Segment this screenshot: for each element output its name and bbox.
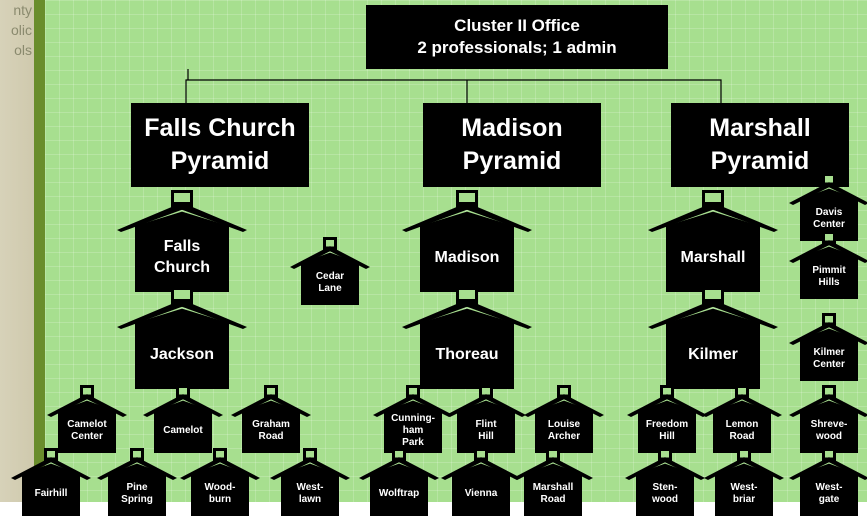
pyramid-name: Falls Church: [144, 114, 296, 142]
school-kilmer-center: Kilmer Center: [789, 313, 867, 381]
school-label: Davis Center: [813, 207, 845, 230]
schoolhouse-icon: [231, 385, 311, 453]
sidebar-accent-strip: [34, 0, 45, 502]
schoolhouse-icon: [373, 385, 453, 453]
school-label: Louise Archer: [547, 419, 581, 442]
school-westlawn: West- lawn: [270, 448, 350, 516]
school-label: Marshall: [680, 248, 746, 266]
schoolhouse-icon: [789, 385, 867, 453]
connector-lines: [185, 69, 722, 103]
school-label: Flint Hill: [475, 419, 497, 442]
schoolhouse-icon: [290, 237, 370, 305]
schoolhouse-icon: [117, 190, 247, 292]
schoolhouse-icon: [789, 173, 867, 241]
school-label: Lemon Road: [725, 419, 759, 442]
school-label: Cedar Lane: [315, 271, 345, 294]
school-pine-spring: Pine Spring: [97, 448, 177, 516]
school-label: Shreve- wood: [810, 419, 848, 442]
schoolhouse-icon: [789, 231, 867, 299]
school-madison: Madison: [402, 190, 532, 292]
school-label: Jackson: [149, 345, 215, 363]
school-graham-road: Graham Road: [231, 385, 311, 453]
pyramid-name: Madison: [461, 114, 563, 142]
school-label: Falls Church: [154, 238, 210, 276]
school-camelot: Camelot: [143, 385, 223, 453]
schoolhouse-icon: [524, 385, 604, 453]
school-pimmit-hills: Pimmit Hills: [789, 231, 867, 299]
school-label: Vienna: [464, 488, 498, 499]
school-westgate: West- gate: [789, 448, 867, 516]
school-label: Camelot Center: [67, 419, 107, 442]
school-label: Cunning- ham Park: [391, 413, 435, 448]
pyramid-madison: Madison Pyramid: [423, 103, 601, 187]
school-flint-hill: Flint Hill: [446, 385, 526, 453]
schoolhouse-icon: [446, 385, 526, 453]
schoolhouse-icon: [117, 287, 247, 389]
school-label: West- gate: [815, 482, 843, 505]
school-shrevewood: Shreve- wood: [789, 385, 867, 453]
schoolhouse-icon: [47, 385, 127, 453]
school-kilmer: Kilmer: [648, 287, 778, 389]
school-fairhill: Fairhill: [11, 448, 91, 516]
pyramid-suffix: Pyramid: [170, 147, 270, 175]
school-lemon-road: Lemon Road: [702, 385, 782, 453]
school-wolftrap: Wolftrap: [359, 448, 439, 516]
school-label: Kilmer: [688, 345, 738, 363]
school-cedar-lane: Cedar Lane: [290, 237, 370, 305]
schoolhouse-icon: [143, 385, 223, 453]
school-label: Pimmit Hills: [812, 265, 846, 288]
pyramid-suffix: Pyramid: [710, 147, 810, 175]
school-louise-archer: Louise Archer: [524, 385, 604, 453]
schoolhouse-icon: [789, 313, 867, 381]
schoolhouse-icon: [359, 448, 439, 516]
school-label: Wood- burn: [204, 482, 236, 505]
school-label: Camelot: [163, 425, 203, 436]
school-thoreau: Thoreau: [402, 287, 532, 389]
schoolhouse-icon: [402, 190, 532, 292]
school-westbriar: West- briar: [704, 448, 784, 516]
schoolhouse-icon: [627, 385, 707, 453]
school-camelot-center: Camelot Center: [47, 385, 127, 453]
school-label: Fairhill: [34, 488, 68, 499]
school-label: Wolftrap: [378, 488, 420, 499]
school-label: Pine Spring: [121, 482, 153, 505]
pyramid-name: Marshall: [709, 114, 811, 142]
school-label: Madison: [434, 248, 500, 266]
school-label: Graham Road: [252, 419, 290, 442]
school-woodburn: Wood- burn: [180, 448, 260, 516]
school-marshall: Marshall: [648, 190, 778, 292]
school-label: Thoreau: [435, 345, 499, 363]
school-cunningham-park: Cunning- ham Park: [373, 385, 453, 453]
office-staff: 2 professionals; 1 admin: [417, 38, 617, 57]
pyramid-falls-church: Falls Church Pyramid: [131, 103, 309, 187]
school-marshall-road: Marshall Road: [513, 448, 593, 516]
school-label: Marshall Road: [532, 482, 574, 505]
school-label: Kilmer Center: [813, 347, 845, 370]
pyramid-suffix: Pyramid: [462, 147, 562, 175]
school-davis-center: Davis Center: [789, 173, 867, 241]
pyramid-marshall: Marshall Pyramid: [671, 103, 849, 187]
school-label: Freedom Hill: [645, 419, 689, 442]
sidebar-panel: nty olic ols: [0, 0, 34, 502]
schoolhouse-icon: [441, 448, 521, 516]
schoolhouse-icon: [702, 385, 782, 453]
sidebar-text: nty olic ols: [10, 2, 32, 58]
schoolhouse-icon: [648, 190, 778, 292]
schoolhouse-icon: [402, 287, 532, 389]
schoolhouse-icon: [11, 448, 91, 516]
school-jackson: Jackson: [117, 287, 247, 389]
office-title: Cluster II Office: [454, 16, 580, 35]
school-stenwood: Sten- wood: [625, 448, 705, 516]
school-vienna: Vienna: [441, 448, 521, 516]
cluster-office-box: Cluster II Office 2 professionals; 1 adm…: [366, 5, 668, 69]
school-label: Sten- wood: [651, 482, 679, 505]
schoolhouse-icon: [648, 287, 778, 389]
school-label: West- briar: [730, 482, 758, 505]
school-falls-church: Falls Church: [117, 190, 247, 292]
school-freedom-hill: Freedom Hill: [627, 385, 707, 453]
org-chart: Cluster II Office 2 professionals; 1 adm…: [11, 0, 867, 516]
school-label: West- lawn: [296, 482, 324, 505]
